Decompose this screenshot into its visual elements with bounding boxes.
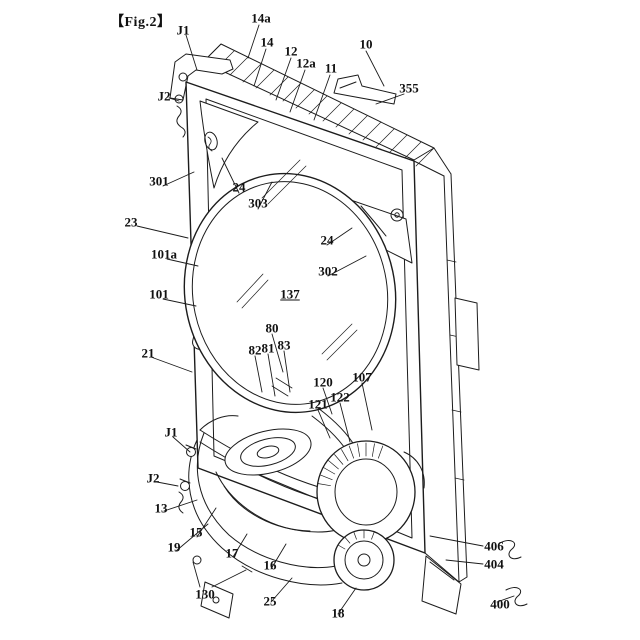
ref-label-130: 130: [195, 586, 215, 602]
figure-caption: 【Fig.2】: [110, 15, 172, 30]
upper-mount-bracket: [333, 74, 397, 105]
top-left-gusset: [199, 100, 259, 189]
ref-label-15: 15: [189, 524, 203, 540]
ref-label-j2-top: J2: [157, 88, 171, 104]
ref-label-121: 121: [308, 396, 328, 412]
ref-label-122: 122: [330, 389, 350, 405]
ref-label-82: 82: [248, 342, 262, 358]
ref-label-101a: 101a: [151, 246, 177, 262]
fan-opening: [183, 159, 397, 414]
ref-label-404: 404: [484, 556, 504, 572]
ref-label-25: 25: [263, 593, 277, 609]
ref-label-19: 19: [167, 539, 181, 555]
ref-label-301: 301: [149, 173, 169, 189]
ref-label-12: 12: [284, 43, 298, 59]
ref-label-120: 120: [313, 374, 333, 390]
ref-label-18: 18: [331, 605, 345, 621]
ref-label-23: 23: [124, 214, 138, 230]
right-side-tank: [421, 173, 480, 615]
ref-label-21: 21: [141, 345, 155, 361]
ref-label-17: 17: [225, 545, 239, 561]
ref-label-303: 303: [248, 195, 268, 211]
ref-label-137: 137: [280, 286, 300, 302]
ref-label-400: 400: [490, 596, 510, 612]
ref-label-16: 16: [263, 557, 277, 573]
leader-lines: [136, 24, 515, 615]
ref-label-11: 11: [324, 60, 338, 76]
ref-label-j1-bottom: J1: [164, 424, 178, 440]
ref-label-24-left: 24: [232, 179, 246, 195]
ref-label-10: 10: [359, 36, 373, 52]
ref-label-j2-bottom: J2: [146, 470, 160, 486]
ref-label-14: 14: [260, 34, 274, 50]
ref-label-24-right: 24: [320, 232, 334, 248]
lower-left-joints: [178, 444, 197, 514]
ref-label-14a: 14a: [251, 10, 271, 26]
ref-label-302: 302: [318, 263, 338, 279]
spring-clips: [499, 540, 528, 607]
ref-label-83: 83: [277, 337, 291, 353]
ref-label-355: 355: [399, 80, 419, 96]
ref-label-13: 13: [154, 500, 168, 516]
ref-label-80: 80: [265, 320, 279, 336]
ref-label-101: 101: [149, 286, 169, 302]
ref-label-107: 107: [352, 369, 372, 385]
ref-label-406: 406: [484, 538, 504, 554]
motor-assembly: [316, 440, 425, 591]
ref-label-12a: 12a: [296, 55, 316, 71]
ref-label-81: 81: [261, 340, 275, 356]
ref-label-j1-top: J1: [176, 22, 190, 38]
